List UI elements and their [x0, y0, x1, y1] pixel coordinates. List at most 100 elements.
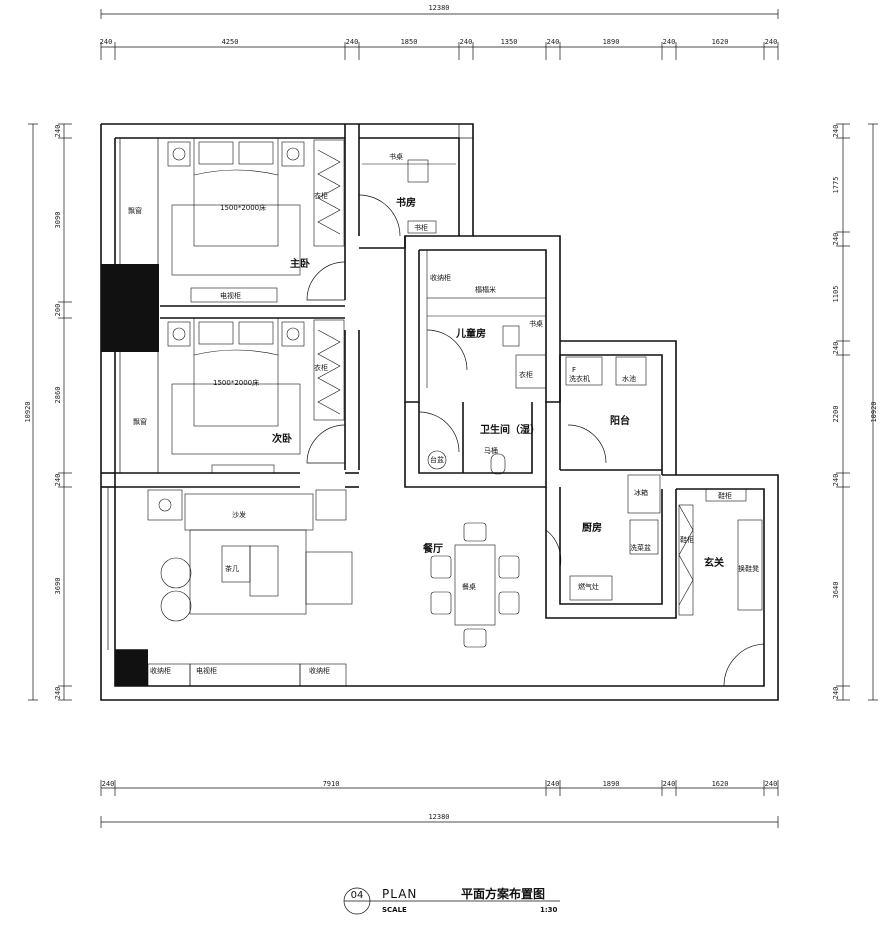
right-dim-7: 240 — [832, 474, 840, 487]
wardrobe-2-label: 衣柜 — [314, 363, 328, 372]
left-total-dim: 10920 — [24, 401, 32, 422]
storage-kids-label: 收纳柜 — [430, 273, 451, 282]
top-dim-6: 1350 — [501, 38, 518, 46]
top-dim-11: 240 — [765, 38, 778, 46]
kitchen-door[interactable] — [545, 529, 562, 569]
room-study: 书房 — [396, 196, 416, 209]
bottom-total-dim: 12380 — [428, 813, 449, 821]
second-bedroom-door[interactable] — [306, 424, 346, 464]
shoe-cabinet-label: 鞋柜 — [718, 491, 732, 500]
toilet — [490, 453, 506, 475]
washer-f-label: F — [572, 366, 576, 374]
side-table-right — [315, 489, 347, 521]
master-bed — [167, 137, 305, 276]
top-dim-4: 1850 — [401, 38, 418, 46]
stove — [569, 575, 613, 601]
wardrobe-1-label: 衣柜 — [314, 191, 328, 200]
tatami — [426, 249, 547, 299]
lounge-chair — [305, 551, 353, 605]
side-table-left — [147, 489, 183, 521]
dining-table-label: 餐桌 — [462, 582, 476, 591]
wardrobe-3-label: 衣柜 — [519, 370, 533, 379]
drawing-title: 平面方案布置图 — [461, 886, 545, 901]
shoe-bench-label: 换鞋凳 — [738, 564, 759, 573]
fridge-label: 冰箱 — [634, 488, 648, 497]
desk-2-label: 书桌 — [529, 319, 543, 328]
tv-cabinet-1 — [190, 287, 278, 303]
room-master-bedroom: 主卧 — [290, 257, 310, 270]
tv-cabinet-1-label: 电视柜 — [220, 291, 241, 300]
top-dimension-lines — [100, 9, 779, 60]
basin-label: 台盆 — [430, 455, 444, 464]
sofa-label: 沙发 — [232, 510, 246, 519]
stove-label: 燃气灶 — [578, 582, 599, 591]
study-column — [458, 123, 474, 139]
top-dim-5: 240 — [460, 38, 473, 46]
sofa — [184, 493, 314, 531]
room-bathroom: 卫生间（湿） — [480, 423, 540, 436]
left-dimension-lines — [28, 123, 72, 701]
wardrobe-3 — [515, 354, 547, 389]
bottom-dim-7: 240 — [765, 780, 778, 788]
tv-cabinet-living-label: 电视柜 — [196, 666, 217, 675]
study-door[interactable] — [358, 194, 401, 237]
room-kids: 儿童房 — [455, 327, 486, 340]
bay-window-2-label: 飘窗 — [133, 417, 147, 426]
title-plan: PLAN — [382, 887, 417, 901]
right-dim-8: 3640 — [832, 582, 840, 599]
entrance-door[interactable] — [723, 643, 765, 687]
left-dim-5: 240 — [54, 474, 62, 487]
room-kitchen: 厨房 — [582, 521, 602, 534]
shoe-cabinet-2-label: 鞋柜 — [680, 535, 694, 544]
left-dim-1: 240 — [54, 125, 62, 138]
bookcase — [407, 220, 437, 234]
room-second-bedroom: 次卧 — [272, 432, 292, 445]
top-dim-1: 240 — [100, 38, 113, 46]
bottom-dim-1: 240 — [102, 780, 115, 788]
shoe-cabinet-side — [678, 504, 694, 616]
study-chair — [407, 159, 429, 183]
left-dim-7: 240 — [54, 687, 62, 700]
right-dim-2: 1775 — [832, 177, 840, 194]
kids-chair — [502, 325, 520, 347]
bed-1-label: 1500*2000床 — [220, 203, 266, 212]
sink-balcony-label: 水池 — [622, 374, 636, 383]
right-dim-6: 2200 — [832, 406, 840, 423]
dining-table — [454, 544, 496, 626]
shoe-bench — [737, 519, 763, 611]
top-dim-8: 1890 — [603, 38, 620, 46]
left-dim-3: 200 — [54, 304, 62, 317]
right-dim-3: 240 — [832, 233, 840, 246]
structural-column — [101, 264, 159, 352]
bottom-dimension-lines — [100, 780, 779, 828]
second-bed — [167, 317, 305, 455]
balcony-door[interactable] — [567, 424, 607, 464]
top-dim-3: 240 — [346, 38, 359, 46]
bathroom-door[interactable] — [418, 411, 460, 453]
wardrobe-1 — [313, 139, 345, 247]
title-number: 04 — [351, 890, 364, 901]
bottom-dim-6: 1620 — [712, 780, 729, 788]
tea-table-stripes — [249, 545, 279, 597]
room-entrance: 玄关 — [704, 556, 724, 569]
top-dim-10: 1620 — [712, 38, 729, 46]
bottom-dim-5: 240 — [663, 780, 676, 788]
top-total-dim: 12380 — [428, 4, 449, 12]
room-dining: 餐厅 — [422, 542, 443, 555]
left-dim-6: 3690 — [54, 578, 62, 595]
tea-table — [221, 545, 251, 583]
desk-1-label: 书桌 — [389, 152, 403, 161]
room-balcony: 阳台 — [610, 414, 630, 427]
master-bedroom-door[interactable] — [306, 261, 346, 301]
basin — [427, 450, 447, 470]
dining-chairs — [430, 522, 520, 648]
top-dim-2: 4250 — [222, 38, 239, 46]
bottom-dim-4: 1890 — [603, 780, 620, 788]
kids-room-door[interactable] — [426, 329, 468, 371]
fridge — [627, 474, 661, 514]
bay-windows — [107, 138, 159, 650]
title-block — [343, 887, 560, 915]
right-dim-4: 1105 — [832, 286, 840, 303]
veg-sink — [629, 519, 659, 555]
